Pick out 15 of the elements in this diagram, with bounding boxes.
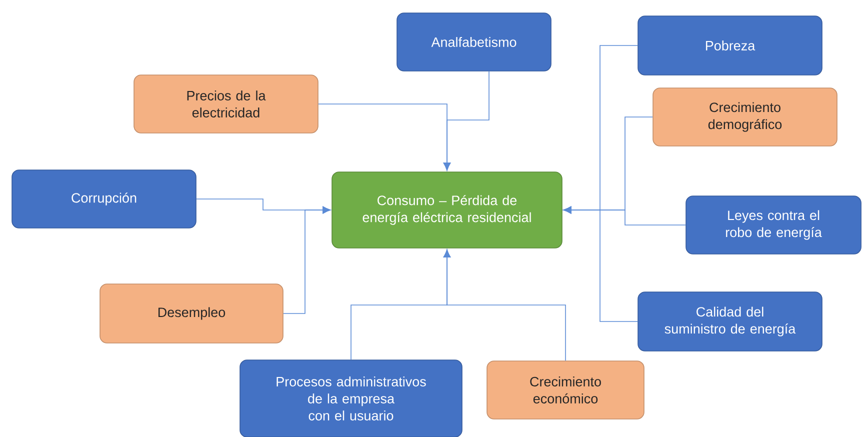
box: Pobreza xyxy=(638,16,822,76)
box: Crecimiento demográfico xyxy=(652,88,838,146)
arrow xyxy=(283,206,331,314)
box: Leyes contra el robo de energía xyxy=(686,196,862,254)
box: Calidad del suministro de energía xyxy=(638,292,822,352)
box: Crecimiento económico xyxy=(486,360,644,420)
arrow xyxy=(318,104,451,171)
box: Analfabetismo xyxy=(396,12,552,72)
arrow xyxy=(443,249,566,361)
box: Precios de la electricidad xyxy=(134,74,318,134)
box: Corrupción xyxy=(12,170,196,228)
box: Consumo – Pérdida de energía eléctrica residencial xyxy=(332,172,562,248)
arrow xyxy=(563,206,638,322)
box: Procesos administrativos de la empresa con el usuario xyxy=(240,360,462,437)
box: Desempleo xyxy=(100,284,284,344)
